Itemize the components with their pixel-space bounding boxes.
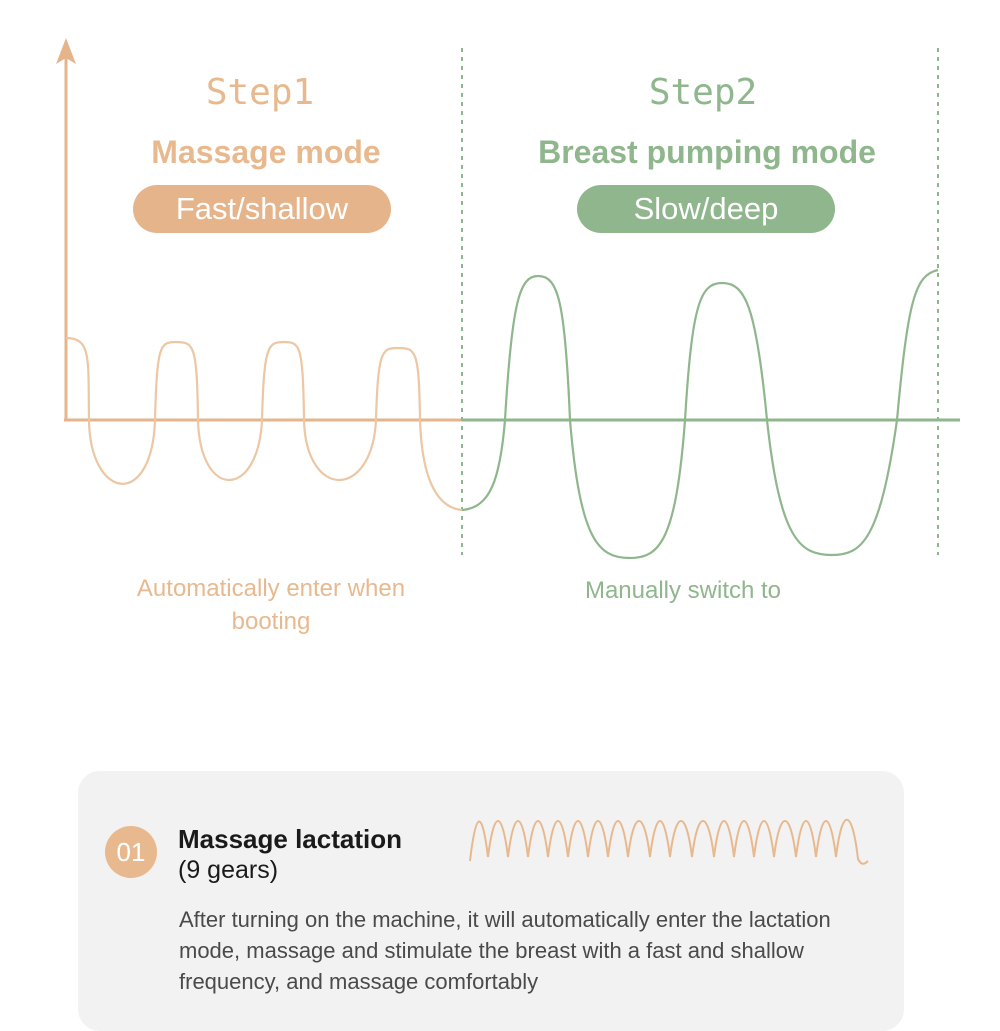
step1-caption: Automatically enter when booting	[136, 575, 406, 635]
feature-title: Massage lactation	[178, 824, 402, 854]
massage-wave	[65, 336, 463, 512]
y-axis-arrowhead	[56, 38, 76, 64]
step2-caption: Manually switch to	[584, 577, 782, 604]
step1-label: Step1	[205, 72, 315, 113]
mode-diagram	[56, 38, 960, 560]
step1-speed-badge: Fast/shallow	[133, 185, 391, 233]
step1-mode-title: Massage mode	[151, 134, 381, 170]
feature-subtitle: (9 gears)	[178, 856, 279, 884]
pumping-wave	[461, 268, 939, 560]
feature-description: After turning on the machine, it will au…	[179, 907, 831, 994]
massage-wave-icon	[469, 818, 869, 865]
step2-label: Step2	[648, 72, 758, 113]
feature-number-badge: 01	[105, 826, 157, 878]
step2-speed-badge: Slow/deep	[577, 185, 835, 233]
step2-mode-title: Breast pumping mode	[538, 134, 876, 170]
feature-card: 01 Massage lactation (9 gears) After tur…	[78, 771, 904, 1031]
